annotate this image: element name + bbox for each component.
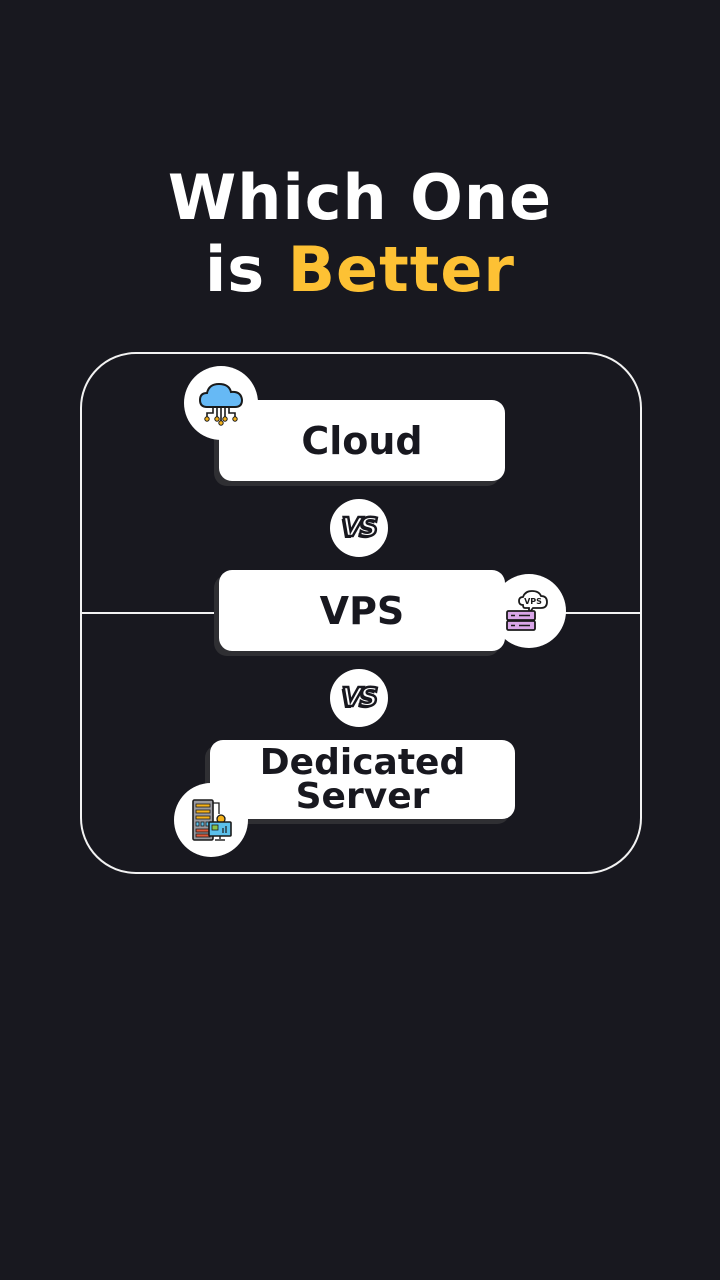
title-prefix: is	[205, 233, 266, 306]
option-label-cloud: Cloud	[301, 418, 423, 463]
divider-line-left	[81, 612, 221, 614]
dedicated-server-icon	[174, 783, 248, 857]
option-label-dedicated-line2: Server	[295, 775, 430, 817]
option-card-vps: VPS	[219, 570, 505, 651]
divider-line-right	[560, 612, 640, 614]
title-line-2: is Better	[0, 234, 720, 306]
option-label-vps: VPS	[319, 588, 405, 633]
option-label-dedicated-line1: Dedicated	[259, 741, 466, 783]
vs-badge-1: VS	[330, 499, 388, 557]
option-card-dedicated-server: Dedicated Server	[210, 740, 515, 819]
cloud-network-icon	[184, 366, 258, 440]
vps-server-icon: VPS	[492, 574, 566, 648]
vs-badge-2: VS	[330, 669, 388, 727]
title-line-1: Which One	[167, 161, 553, 234]
option-card-cloud: Cloud	[219, 400, 505, 481]
title-accent: Better	[287, 233, 515, 306]
svg-text:VPS: VPS	[524, 597, 542, 606]
